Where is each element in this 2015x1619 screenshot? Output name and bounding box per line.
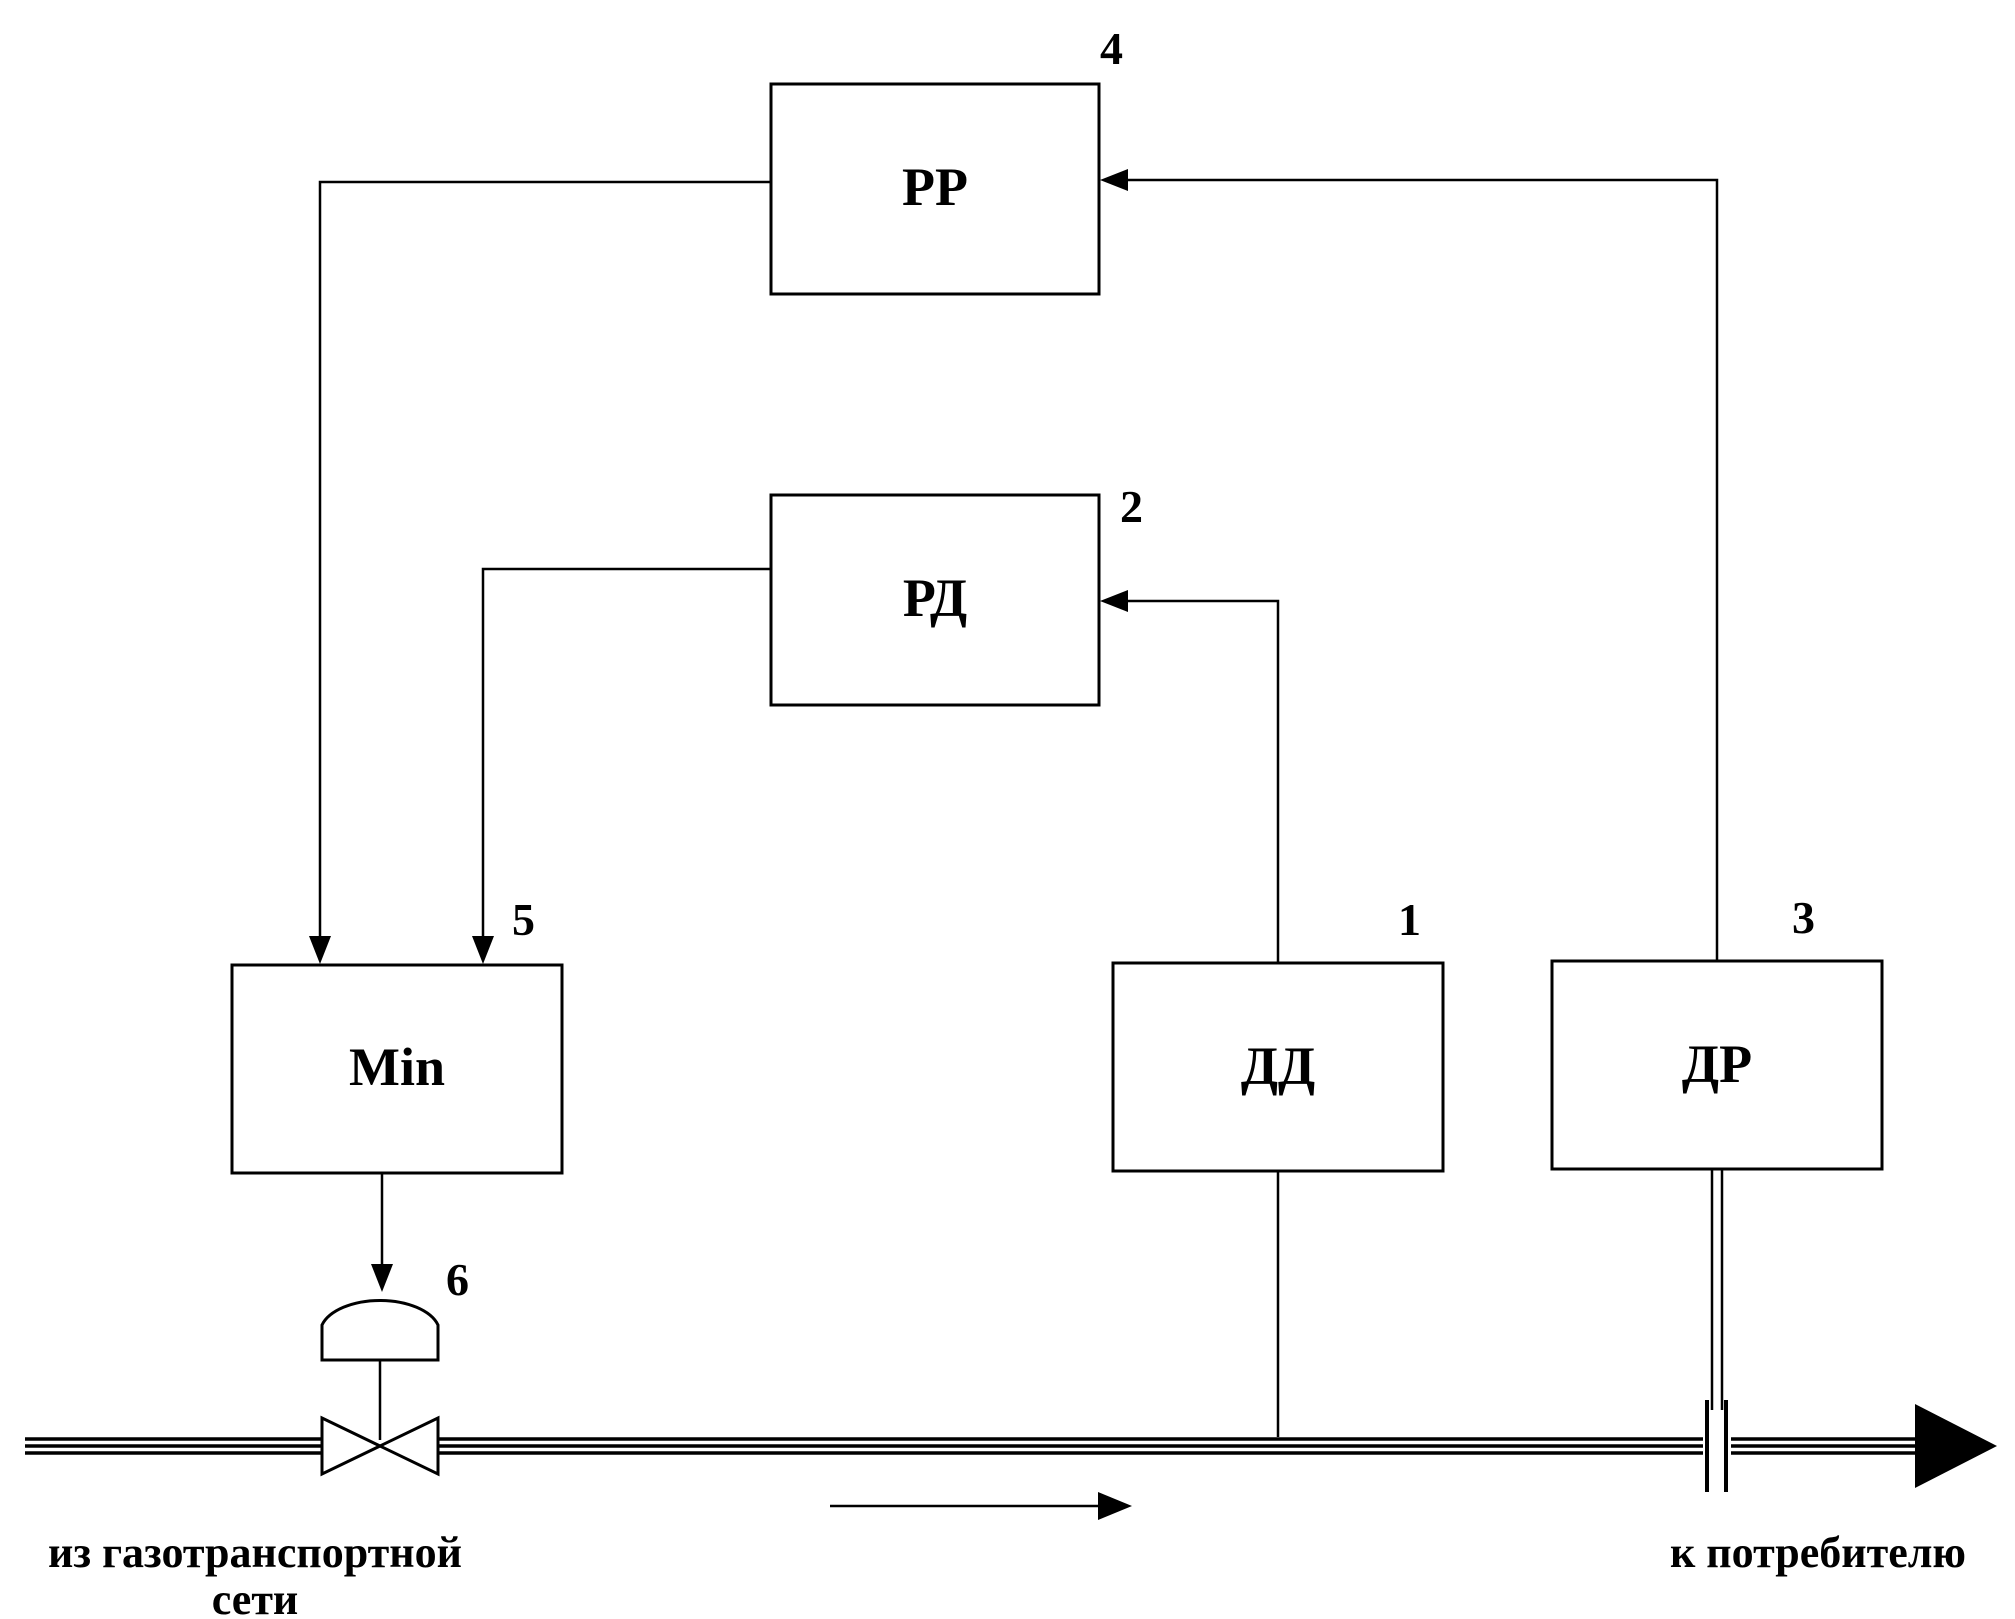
signal-rd-to-min xyxy=(483,569,771,940)
block-rr: РР xyxy=(771,84,1099,294)
actuator-number: 6 xyxy=(446,1254,469,1305)
inlet-caption-line1: из газотранспортной xyxy=(48,1528,462,1577)
block-dd-label: ДД xyxy=(1241,1036,1315,1096)
gas-pipeline xyxy=(25,1439,1920,1453)
orifice-plate xyxy=(1707,1400,1726,1492)
arrow-dd-to-rd xyxy=(1100,590,1128,612)
block-min-label: Min xyxy=(349,1037,445,1097)
arrow-dr-to-rr xyxy=(1100,169,1128,191)
block-rr-number: 4 xyxy=(1100,23,1123,74)
signal-dr-to-rr xyxy=(1125,180,1717,961)
block-dr-number: 3 xyxy=(1792,892,1815,943)
arrow-rr-to-min xyxy=(309,936,331,964)
arrow-min-to-actuator xyxy=(371,1264,393,1292)
block-dd: ДД xyxy=(1113,963,1443,1171)
tap-dr-to-pipe xyxy=(1712,1169,1722,1410)
arrow-rd-to-min xyxy=(472,936,494,964)
block-rd-number: 2 xyxy=(1120,481,1143,532)
pipe-outlet-arrow xyxy=(1915,1404,1997,1488)
flow-direction-arrow xyxy=(1098,1492,1132,1520)
signal-dd-to-rd xyxy=(1125,601,1278,963)
outlet-caption: к потребителю xyxy=(1670,1528,1966,1577)
block-dr-label: ДР xyxy=(1682,1034,1752,1094)
inlet-caption-line2: сети xyxy=(212,1575,299,1619)
actuator-valve-drive xyxy=(322,1300,438,1440)
signal-rr-to-min xyxy=(320,182,771,940)
block-min-number: 5 xyxy=(512,894,535,945)
block-dr: ДР xyxy=(1552,961,1882,1169)
block-rd-label: РД xyxy=(903,568,967,628)
block-rr-label: РР xyxy=(902,157,968,217)
block-min: Min xyxy=(232,965,562,1173)
block-rd: РД xyxy=(771,495,1099,705)
block-dd-number: 1 xyxy=(1398,894,1421,945)
